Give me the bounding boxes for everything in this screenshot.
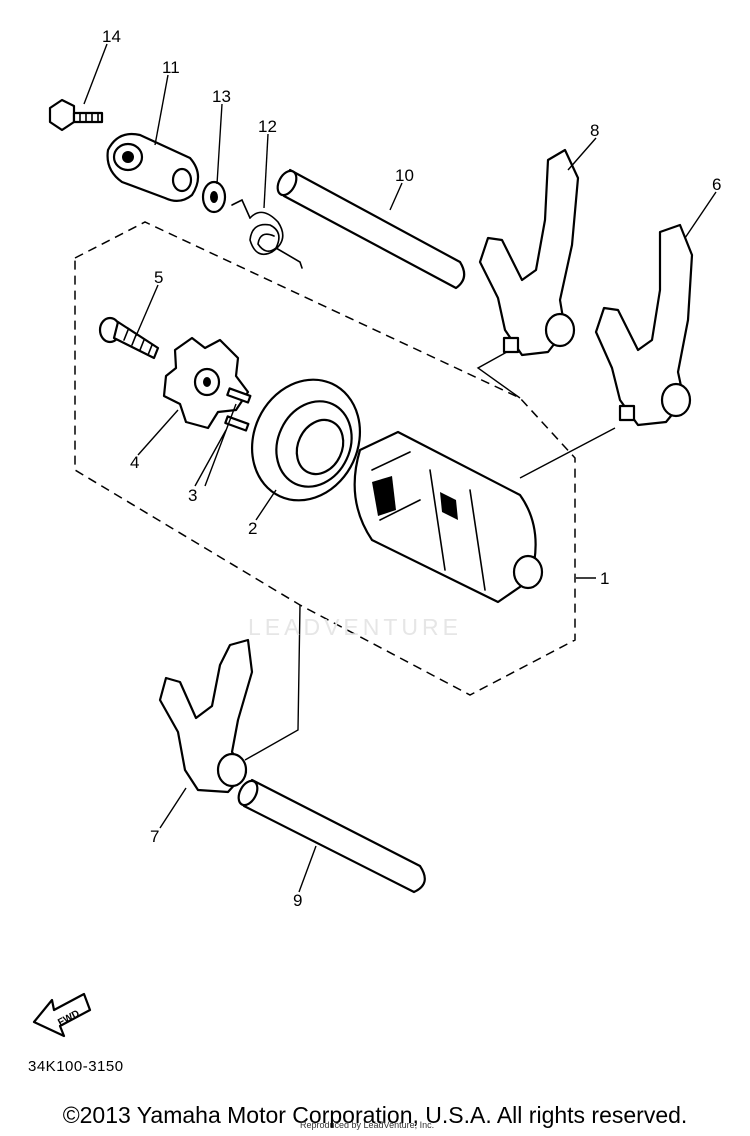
assembly-outline — [74, 221, 576, 696]
callout-8: 8 — [590, 121, 599, 140]
part-1-shift-drum[interactable] — [353, 430, 544, 604]
part-9-shaft[interactable] — [235, 778, 426, 894]
part-5-screw[interactable] — [98, 316, 160, 360]
part-3-pins[interactable] — [224, 387, 252, 432]
diagram-code: 34K100-3150 — [28, 1058, 124, 1075]
part-2-bearing[interactable] — [233, 362, 380, 518]
copyright-notice: ©2013 Yamaha Motor Corporation, U.S.A. A… — [62, 1102, 688, 1128]
assembly-connector-7 — [244, 604, 301, 761]
part-7-fork[interactable] — [158, 638, 254, 794]
part-11-lever[interactable] — [106, 132, 200, 202]
callout-1: 1 — [600, 569, 609, 588]
callout-6: 6 — [712, 175, 721, 194]
callout-11: 11 — [162, 58, 180, 77]
part-14-bolt[interactable] — [48, 98, 104, 132]
callout-13: 13 — [212, 87, 231, 106]
callout-14: 14 — [102, 27, 121, 46]
fwd-arrow-icon: FWD — [32, 992, 92, 1038]
callout-10: 10 — [395, 166, 414, 185]
callout-12: 12 — [258, 117, 277, 136]
callout-3: 3 — [188, 486, 197, 505]
part-12-spring[interactable] — [231, 198, 303, 269]
callout-2: 2 — [248, 519, 257, 538]
callout-4: 4 — [130, 453, 139, 472]
callout-7: 7 — [150, 827, 159, 846]
callout-9: 9 — [293, 891, 302, 910]
part-10-shaft[interactable] — [274, 168, 466, 290]
part-4-segment[interactable] — [162, 336, 250, 430]
watermark: LEADVENTURE — [248, 614, 462, 640]
reproduced-by: Reproduced by LeadVenture, Inc. — [300, 1120, 435, 1130]
assembly-connector-6 — [519, 427, 616, 479]
leader-lines — [83, 43, 717, 893]
callout-5: 5 — [154, 268, 163, 287]
part-6-fork[interactable] — [594, 223, 694, 427]
part-13-washer[interactable] — [201, 180, 227, 214]
part-8-fork[interactable] — [478, 148, 580, 357]
